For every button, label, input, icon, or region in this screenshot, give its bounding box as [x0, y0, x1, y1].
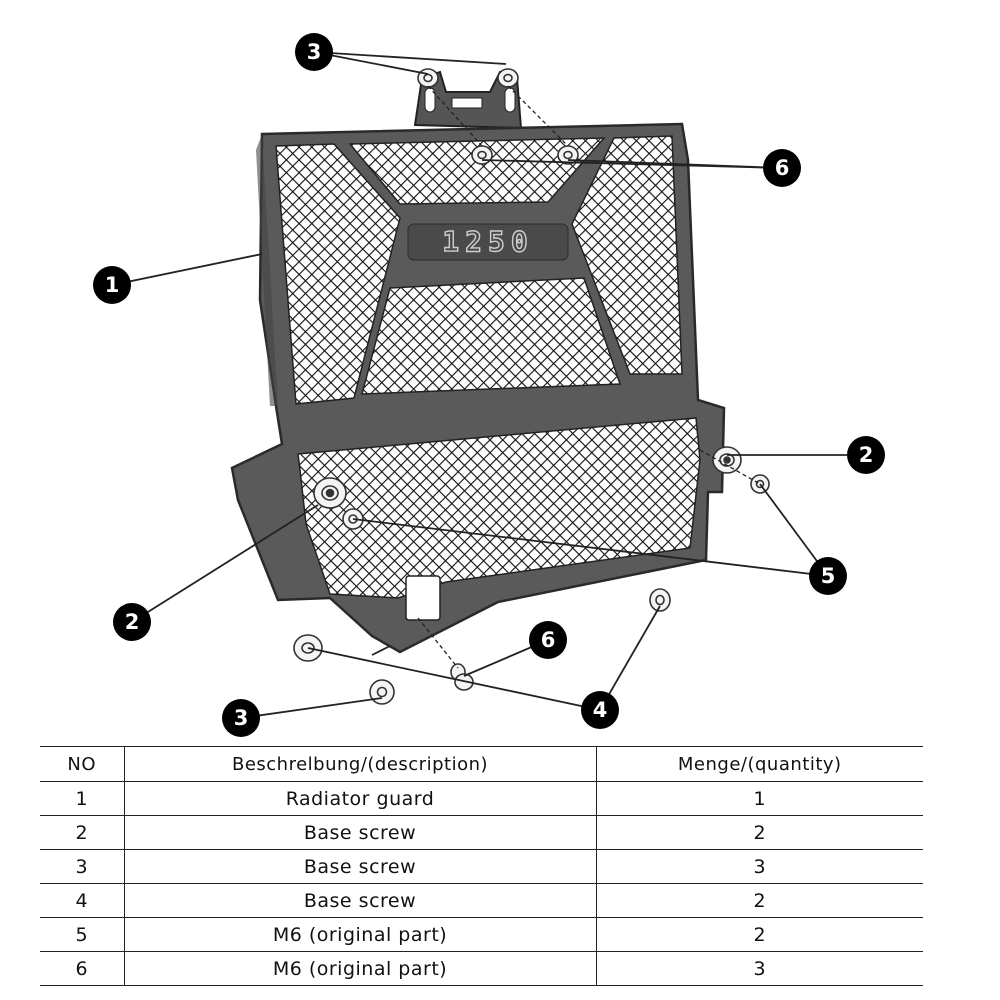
svg-text:2: 2 — [859, 443, 874, 467]
svg-text:4: 4 — [593, 698, 608, 722]
svg-text:2: 2 — [125, 610, 140, 634]
parts-table: NO Beschrelbung/(description) Menge/(qua… — [40, 746, 923, 986]
callout-5: 5 — [809, 557, 847, 595]
svg-text:1250: 1250 — [442, 225, 533, 258]
callout-1: 1 — [93, 266, 131, 304]
exploded-parts-diagram: 1250 — [93, 33, 885, 737]
table-row: 4 Base screw 2 — [40, 883, 923, 918]
callout-3-bottom: 3 — [222, 699, 260, 737]
table-header-row: NO Beschrelbung/(description) Menge/(qua… — [40, 746, 923, 782]
guard-emblem: 1250 — [407, 223, 569, 261]
row-quantity: 2 — [595, 815, 923, 850]
row-description: Base screw — [123, 883, 596, 918]
table-row: 2 Base screw 2 — [40, 815, 923, 850]
assembly-lines — [417, 85, 761, 669]
row-description: Base screw — [123, 849, 596, 884]
row-quantity: 3 — [595, 951, 923, 986]
svg-text:6: 6 — [775, 156, 790, 180]
header-no: NO — [67, 753, 97, 775]
callout-4: 4 — [581, 691, 619, 729]
row-no: 6 — [75, 957, 89, 980]
table-row: 5 M6 (original part) 2 — [40, 917, 923, 952]
washer-top-left-icon — [417, 68, 439, 88]
row-no: 4 — [75, 889, 89, 912]
svg-text:5: 5 — [821, 564, 836, 588]
row-description: M6 (original part) — [123, 951, 596, 986]
hardware — [293, 68, 770, 705]
row-description: Base screw — [123, 815, 596, 850]
bolt-top-left-icon — [471, 145, 493, 165]
row-description: Radiator guard — [123, 781, 596, 816]
table-row: 1 Radiator guard 1 — [40, 781, 923, 816]
table-row: 3 Base screw 3 — [40, 849, 923, 884]
callout-3-top: 3 — [295, 33, 333, 71]
bolt-bottom-icon — [450, 663, 474, 691]
row-no: 3 — [75, 855, 89, 878]
row-description: M6 (original part) — [123, 917, 596, 952]
callout-2-left: 2 — [113, 603, 151, 641]
washer-bottom-icon — [369, 679, 395, 705]
header-description: Beschrelbung/(description) — [123, 746, 596, 782]
callout-2-right: 2 — [847, 436, 885, 474]
spacer-bottom-right-icon — [649, 588, 671, 612]
row-no: 2 — [75, 821, 89, 844]
washer-top-right-icon — [497, 68, 519, 88]
guard-mesh — [275, 135, 701, 599]
row-no: 5 — [75, 923, 89, 946]
spacer-left-icon — [313, 477, 347, 509]
svg-text:3: 3 — [307, 40, 322, 64]
row-no: 1 — [75, 787, 89, 810]
callout-6-bottom: 6 — [529, 621, 567, 659]
table-row: 6 M6 (original part) 3 — [40, 951, 923, 986]
row-quantity: 2 — [595, 883, 923, 918]
row-quantity: 2 — [595, 917, 923, 952]
header-quantity: Menge/(quantity) — [595, 746, 923, 782]
leader-lines — [111, 51, 866, 719]
svg-text:3: 3 — [234, 706, 249, 730]
spacer-right-icon — [712, 446, 742, 474]
row-quantity: 1 — [595, 781, 923, 816]
callout-6-top: 6 — [763, 149, 801, 187]
row-quantity: 3 — [595, 849, 923, 884]
svg-text:6: 6 — [541, 628, 556, 652]
svg-text:1: 1 — [105, 273, 120, 297]
